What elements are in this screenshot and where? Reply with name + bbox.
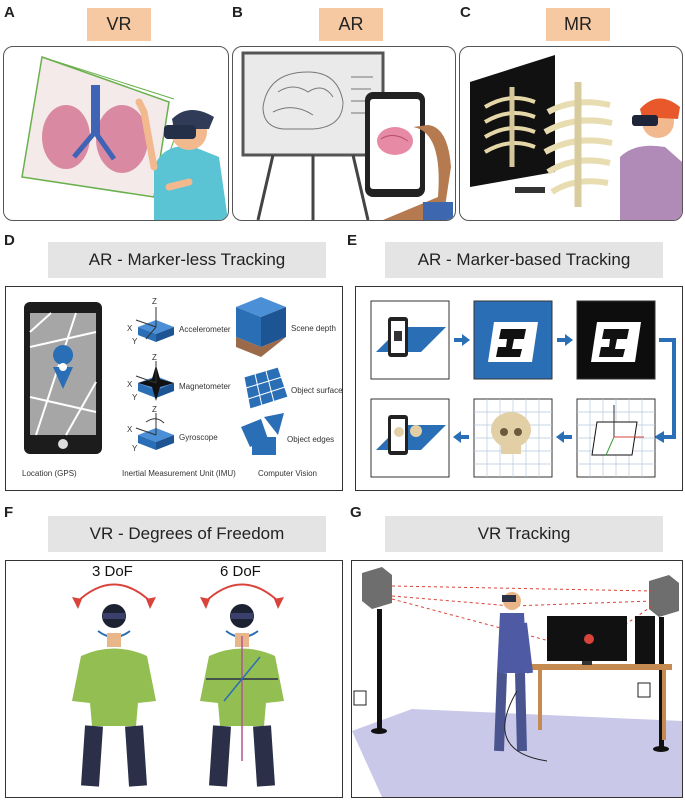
- accel-axis-x: X: [127, 324, 133, 333]
- dof-illustration: [72, 583, 284, 787]
- vr-tracking-panel: [351, 560, 683, 798]
- scene-depth-icon: [236, 297, 286, 357]
- scene-depth-label: Scene depth: [291, 324, 336, 333]
- 3dof-label: 3 DoF: [92, 563, 133, 580]
- panel-letter-c: C: [460, 4, 471, 21]
- panel-letter-f: F: [4, 504, 14, 521]
- vr-panel: [3, 46, 229, 221]
- markerless-title-tag: AR - Marker-less Tracking: [48, 242, 326, 278]
- markerbased-title-tag: AR - Marker-based Tracking: [385, 242, 663, 278]
- mr-user-icon: [620, 98, 682, 220]
- 6dof-label: 6 DoF: [220, 563, 261, 580]
- markerbased-panel: [355, 286, 683, 491]
- 6dof-person-icon: [200, 583, 284, 787]
- gyro-axis-z: Z: [152, 405, 157, 414]
- brain-sketch-icon: [262, 71, 373, 130]
- accelerometer-icon: [135, 307, 174, 342]
- imu-caption: Inertial Measurement Unit (IMU): [122, 469, 236, 478]
- vr-title-tag: VR: [87, 8, 151, 41]
- smartphone-icon: [365, 92, 425, 197]
- binary-marker-icon: [591, 322, 641, 362]
- magnet-axis-y: Y: [132, 393, 138, 402]
- object-edges-icon: [241, 413, 284, 455]
- mr-illustration: [470, 55, 682, 220]
- dof-title-tag: VR - Degrees of Freedom: [48, 516, 326, 552]
- object-surface-label: Object surface: [291, 386, 343, 395]
- magnetometer-icon: [135, 361, 174, 401]
- desk-icon: [532, 664, 672, 740]
- object-edges-label: Object edges: [287, 435, 335, 444]
- ar-illustration: [241, 51, 453, 220]
- gps-caption: Location (GPS): [22, 469, 77, 478]
- magnet-axis-z: Z: [152, 353, 157, 362]
- base-station-left-icon: [362, 567, 392, 734]
- vr-player-icon: [494, 592, 548, 762]
- lungs-icon: [42, 85, 148, 173]
- magnet-axis-x: X: [127, 380, 133, 389]
- computer-vision-caption: Computer Vision: [258, 469, 317, 478]
- markerbased-illustration: [370, 300, 676, 478]
- skull-icon: [491, 412, 531, 454]
- markerless-illustration: [24, 297, 289, 455]
- vr-illustration: [21, 55, 228, 220]
- gyro-axis-x: X: [127, 425, 133, 434]
- ar-panel: [232, 46, 456, 221]
- gps-phone-icon: [24, 302, 102, 454]
- dof-panel: 3 DoF 6 DoF: [5, 560, 343, 798]
- ar-title-tag: AR: [319, 8, 383, 41]
- vr-tracking-title-tag: VR Tracking: [385, 516, 663, 552]
- gyroscope-icon: [135, 413, 174, 450]
- markerless-panel: X Z Y X Z Y X Z Y Accelerometer Magnetom…: [5, 286, 343, 491]
- accelerometer-label: Accelerometer: [179, 325, 231, 334]
- panel-letter-b: B: [232, 4, 243, 21]
- marker-pattern-icon: [488, 322, 538, 362]
- panel-letter-g: G: [350, 504, 362, 521]
- panel-letter-a: A: [4, 4, 15, 21]
- accel-axis-y: Y: [132, 337, 138, 346]
- ribcage-3d-icon: [543, 82, 613, 207]
- mr-panel: [459, 46, 683, 221]
- magnetometer-label: Magnetometer: [179, 382, 231, 391]
- phone-marker-icon: [376, 317, 446, 357]
- pc-tower-icon: [635, 616, 655, 664]
- power-outlet-right-icon: [637, 682, 651, 698]
- 3dof-person-icon: [72, 583, 156, 787]
- vr-tracking-illustration: [352, 567, 682, 797]
- vr-user-icon: [135, 98, 228, 220]
- power-outlet-left-icon: [353, 690, 367, 706]
- ribcage-icon: [483, 87, 536, 167]
- phone-skull-icon: [376, 415, 446, 455]
- gyro-axis-y: Y: [132, 444, 138, 453]
- panel-letter-d: D: [4, 232, 15, 249]
- object-surface-icon: [243, 366, 289, 410]
- mr-title-tag: MR: [546, 8, 610, 41]
- panel-letter-e: E: [347, 232, 358, 249]
- gyroscope-label: Gyroscope: [179, 433, 218, 442]
- monitor-icon: [547, 616, 627, 665]
- accel-axis-z: Z: [152, 297, 157, 306]
- base-station-right-icon: [649, 575, 679, 752]
